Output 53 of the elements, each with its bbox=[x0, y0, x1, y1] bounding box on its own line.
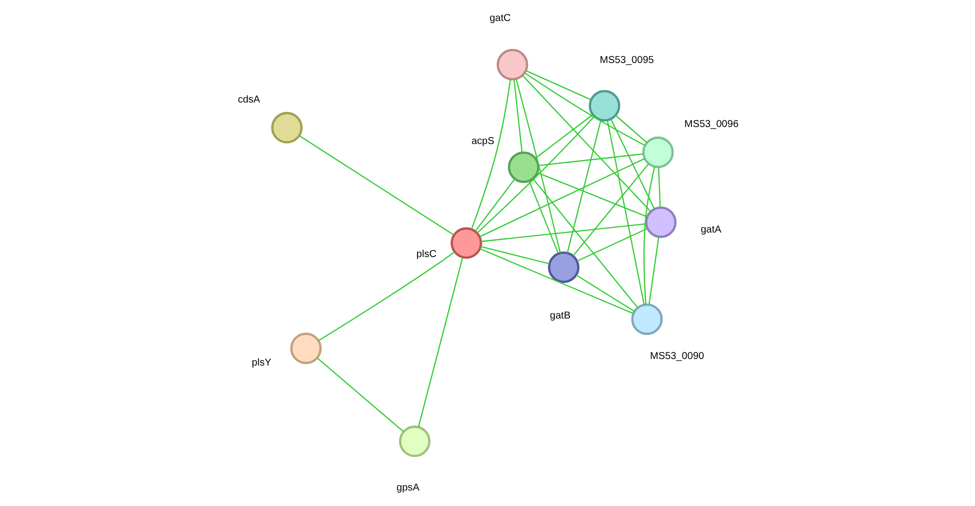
connector bbox=[470, 79, 511, 230]
node-circle bbox=[450, 227, 482, 259]
node-circle bbox=[588, 90, 620, 122]
connector bbox=[318, 251, 454, 342]
connector bbox=[479, 248, 634, 314]
node-circle bbox=[642, 136, 674, 168]
connector bbox=[522, 75, 651, 212]
connector bbox=[474, 178, 515, 232]
node-circle bbox=[398, 426, 430, 458]
connector bbox=[417, 257, 463, 428]
node-circle bbox=[507, 151, 539, 183]
node-circle bbox=[547, 252, 579, 284]
node-label: acpS bbox=[470, 136, 494, 148]
connector bbox=[536, 172, 647, 218]
node-label: gatA bbox=[700, 224, 721, 236]
connector bbox=[528, 180, 558, 254]
connector bbox=[532, 178, 638, 308]
connector bbox=[576, 228, 648, 262]
node-label: plsY bbox=[251, 357, 271, 368]
node-circle bbox=[644, 206, 676, 238]
connector bbox=[479, 158, 645, 238]
connector bbox=[606, 120, 644, 305]
connector bbox=[610, 118, 654, 210]
node-label: MS53_0096 bbox=[684, 119, 738, 130]
node-label: gatB bbox=[549, 310, 570, 322]
connector bbox=[534, 114, 593, 159]
node-label: cdsA bbox=[237, 94, 260, 106]
node-label: plsC bbox=[416, 249, 436, 260]
connector bbox=[648, 236, 659, 305]
connector bbox=[515, 78, 560, 254]
connector bbox=[576, 274, 634, 312]
node-circle bbox=[630, 303, 662, 335]
node-label: MS53_0090 bbox=[650, 351, 704, 362]
connector bbox=[538, 153, 643, 166]
connector bbox=[480, 246, 549, 264]
connector bbox=[476, 116, 594, 234]
connector bbox=[658, 167, 660, 208]
node-label: gpsA bbox=[396, 482, 419, 494]
connector bbox=[614, 114, 647, 144]
connector bbox=[572, 163, 649, 256]
connector bbox=[480, 223, 646, 242]
node-circle bbox=[290, 332, 322, 364]
connector bbox=[512, 79, 522, 153]
node-label: MS53_0095 bbox=[599, 54, 654, 66]
connector bbox=[566, 120, 601, 254]
connector bbox=[525, 70, 591, 100]
node-circle bbox=[270, 112, 302, 144]
connector bbox=[643, 166, 655, 304]
connector bbox=[524, 72, 645, 146]
connector bbox=[298, 135, 454, 236]
node-circle bbox=[496, 48, 528, 80]
connector bbox=[316, 357, 404, 432]
node-label: gatC bbox=[489, 12, 510, 24]
